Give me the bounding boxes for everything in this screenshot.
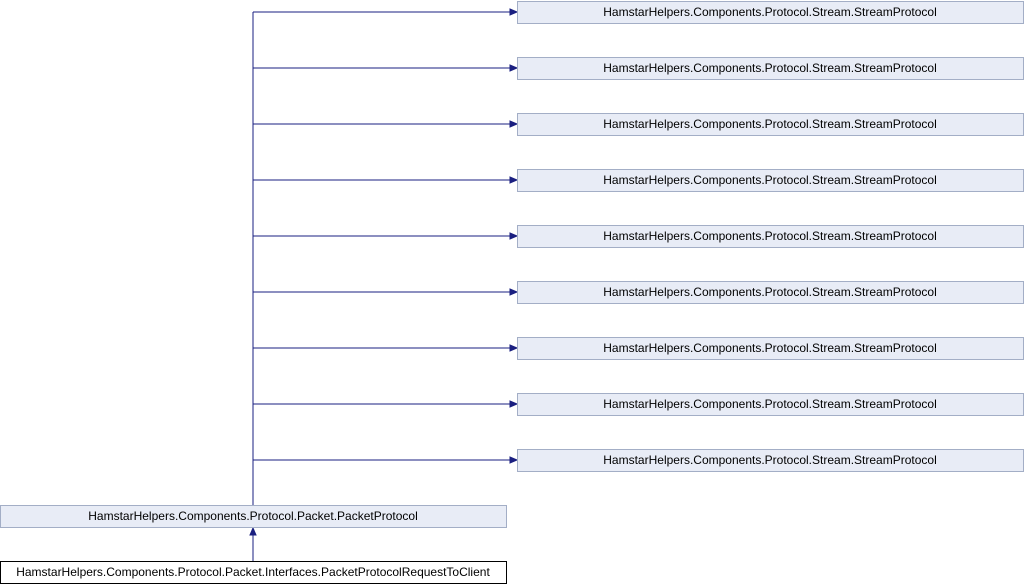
stream-protocol-label: HamstarHelpers.Components.Protocol.Strea… [603, 285, 936, 299]
stream-branch-arrow [509, 232, 519, 240]
stream-branch-arrow [509, 400, 519, 408]
stream-branch-arrow [509, 456, 519, 464]
stream-protocol-node[interactable]: HamstarHelpers.Components.Protocol.Strea… [517, 449, 1024, 472]
packet-protocol-box[interactable] [0, 505, 507, 528]
stream-protocol-label: HamstarHelpers.Components.Protocol.Strea… [603, 117, 936, 131]
stream-branch-arrow [509, 64, 519, 72]
stream-protocol-node[interactable]: HamstarHelpers.Components.Protocol.Strea… [517, 1, 1024, 24]
stream-branch-arrow [509, 176, 519, 184]
stream-protocol-label: HamstarHelpers.Components.Protocol.Strea… [603, 341, 936, 355]
stream-protocol-label: HamstarHelpers.Components.Protocol.Strea… [603, 61, 936, 75]
stream-branch-arrow [509, 8, 519, 16]
stream-branch-arrow [509, 120, 519, 128]
stream-protocol-label: HamstarHelpers.Components.Protocol.Strea… [603, 453, 936, 467]
stream-protocol-label: HamstarHelpers.Components.Protocol.Strea… [603, 5, 936, 19]
packet-protocol-label: HamstarHelpers.Components.Protocol.Packe… [88, 509, 417, 523]
stream-protocol-node[interactable]: HamstarHelpers.Components.Protocol.Strea… [517, 337, 1024, 360]
stream-protocol-node[interactable]: HamstarHelpers.Components.Protocol.Strea… [517, 169, 1024, 192]
stream-protocol-node[interactable]: HamstarHelpers.Components.Protocol.Strea… [517, 281, 1024, 304]
stream-protocol-node[interactable]: HamstarHelpers.Components.Protocol.Strea… [517, 113, 1024, 136]
stream-protocol-node[interactable]: HamstarHelpers.Components.Protocol.Strea… [517, 57, 1024, 80]
stream-branch-arrow [509, 288, 519, 296]
stream-protocol-label: HamstarHelpers.Components.Protocol.Strea… [603, 397, 936, 411]
packet-protocol-node[interactable]: HamstarHelpers.Components.Protocol.Packe… [0, 505, 507, 528]
stream-protocol-label: HamstarHelpers.Components.Protocol.Strea… [603, 173, 936, 187]
focus-node[interactable]: HamstarHelpers.Components.Protocol.Packe… [0, 561, 507, 584]
edges-layer [249, 8, 519, 561]
stream-protocol-label: HamstarHelpers.Components.Protocol.Strea… [603, 229, 936, 243]
stream-nodes-layer: HamstarHelpers.Components.Protocol.Strea… [517, 1, 1024, 472]
stream-branch-arrow [509, 344, 519, 352]
stream-protocol-node[interactable]: HamstarHelpers.Components.Protocol.Strea… [517, 225, 1024, 248]
focus-to-packet-arrow [249, 526, 257, 536]
focus-node-label: HamstarHelpers.Components.Protocol.Packe… [16, 565, 490, 579]
stream-protocol-node[interactable]: HamstarHelpers.Components.Protocol.Strea… [517, 393, 1024, 416]
